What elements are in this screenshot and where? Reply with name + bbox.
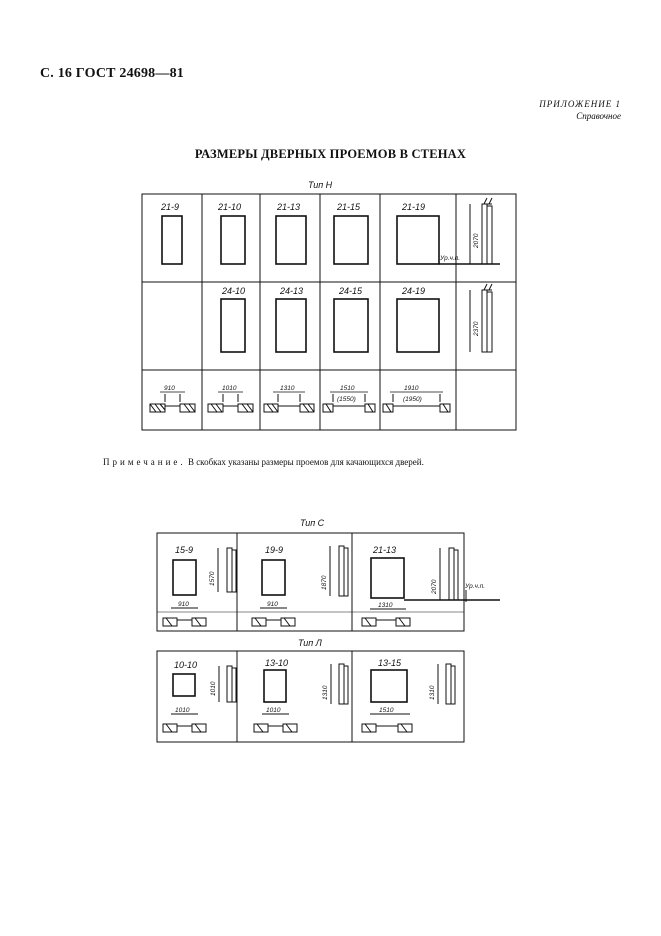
floor-level-c: Ур.ч.п. xyxy=(464,583,485,590)
width-1010: 1010 xyxy=(222,385,237,392)
door-24-10 xyxy=(220,298,246,353)
width-1910: 1910 xyxy=(404,385,419,392)
height-2070: 2070 xyxy=(473,233,480,249)
note-text: В скобках указаны размеры проемов для ка… xyxy=(185,457,424,467)
label-21-10: 21-10 xyxy=(217,202,241,212)
width-alt-1550: (1550) xyxy=(337,396,356,403)
type-h-section-2 xyxy=(469,283,493,353)
type-c-label: Тип С xyxy=(300,518,325,528)
width-910: 910 xyxy=(164,385,175,392)
appendix-title: ПРИЛОЖЕНИЕ 1 xyxy=(539,99,621,109)
label-21-9: 21-9 xyxy=(160,202,179,212)
type-l-grid xyxy=(156,650,465,743)
door-19-9 xyxy=(261,559,286,596)
width-c-910-a: 910 xyxy=(178,601,189,608)
appendix-subtitle: Справочное xyxy=(576,111,621,121)
width-l-1510: 1510 xyxy=(379,707,394,714)
type-l-label: Тип Л xyxy=(298,638,323,648)
type-h-grid xyxy=(141,193,517,431)
main-title: РАЗМЕРЫ ДВЕРНЫХ ПРОЕМОВ В СТЕНАХ xyxy=(194,147,467,161)
width-l-1010-b: 1010 xyxy=(266,707,281,714)
type-c-plans xyxy=(162,607,411,627)
type-h-section-1 xyxy=(439,197,500,265)
height-1570: 1570 xyxy=(209,571,216,586)
door-15-9 xyxy=(172,559,197,596)
height-2370: 2370 xyxy=(473,321,480,337)
door-24-13 xyxy=(275,298,307,353)
label-15-9: 15-9 xyxy=(175,545,193,555)
width-1510: 1510 xyxy=(340,385,355,392)
label-21-19: 21-19 xyxy=(401,202,425,212)
label-24-19: 24-19 xyxy=(401,286,425,296)
height-1310-b: 1310 xyxy=(429,685,436,700)
label-24-15: 24-15 xyxy=(338,286,363,296)
door-13-15 xyxy=(370,669,408,703)
door-21-9 xyxy=(161,215,183,265)
type-l-sections xyxy=(218,663,456,705)
door-21-13 xyxy=(275,215,307,265)
height-1010: 1010 xyxy=(210,681,217,696)
type-h-label: Тип Н xyxy=(308,180,333,190)
width-l-1010-a: 1010 xyxy=(175,707,190,714)
width-c-910-b: 910 xyxy=(267,601,278,608)
height-2070-c: 2070 xyxy=(431,579,438,595)
door-21-10 xyxy=(220,215,246,265)
note-prefix: Примечание. xyxy=(103,457,186,467)
width-alt-1950: (1950) xyxy=(403,396,422,403)
width-c-1310: 1310 xyxy=(378,602,393,609)
label-13-15: 13-15 xyxy=(378,658,402,668)
appendix-label: ПРИЛОЖЕНИЕ 1 Справочное xyxy=(539,98,621,122)
door-24-19 xyxy=(396,298,440,353)
height-1870: 1870 xyxy=(321,575,328,590)
width-1310: 1310 xyxy=(280,385,295,392)
height-1310-a: 1310 xyxy=(322,685,329,700)
type-l-plans xyxy=(162,713,413,733)
note: Примечание. В скобках указаны размеры пр… xyxy=(103,457,424,467)
door-13-10 xyxy=(263,669,287,703)
door-21-19 xyxy=(396,215,440,265)
label-10-10: 10-10 xyxy=(174,660,197,670)
label-21-15: 21-15 xyxy=(336,202,361,212)
door-24-15 xyxy=(333,298,369,353)
door-10-10 xyxy=(172,673,196,697)
label-21-13-c: 21-13 xyxy=(372,545,396,555)
label-24-13: 24-13 xyxy=(279,286,303,296)
label-19-9: 19-9 xyxy=(265,545,283,555)
label-21-13: 21-13 xyxy=(276,202,300,212)
page-header: С. 16 ГОСТ 24698—81 xyxy=(40,66,184,81)
door-21-15 xyxy=(333,215,369,265)
label-13-10: 13-10 xyxy=(265,658,288,668)
floor-level-h: Ур.ч.п. xyxy=(439,255,460,262)
label-24-10: 24-10 xyxy=(221,286,245,296)
door-21-13 xyxy=(370,557,405,599)
type-h-plans xyxy=(149,394,451,413)
type-c-grid xyxy=(156,532,465,632)
type-c-sections xyxy=(217,545,500,602)
